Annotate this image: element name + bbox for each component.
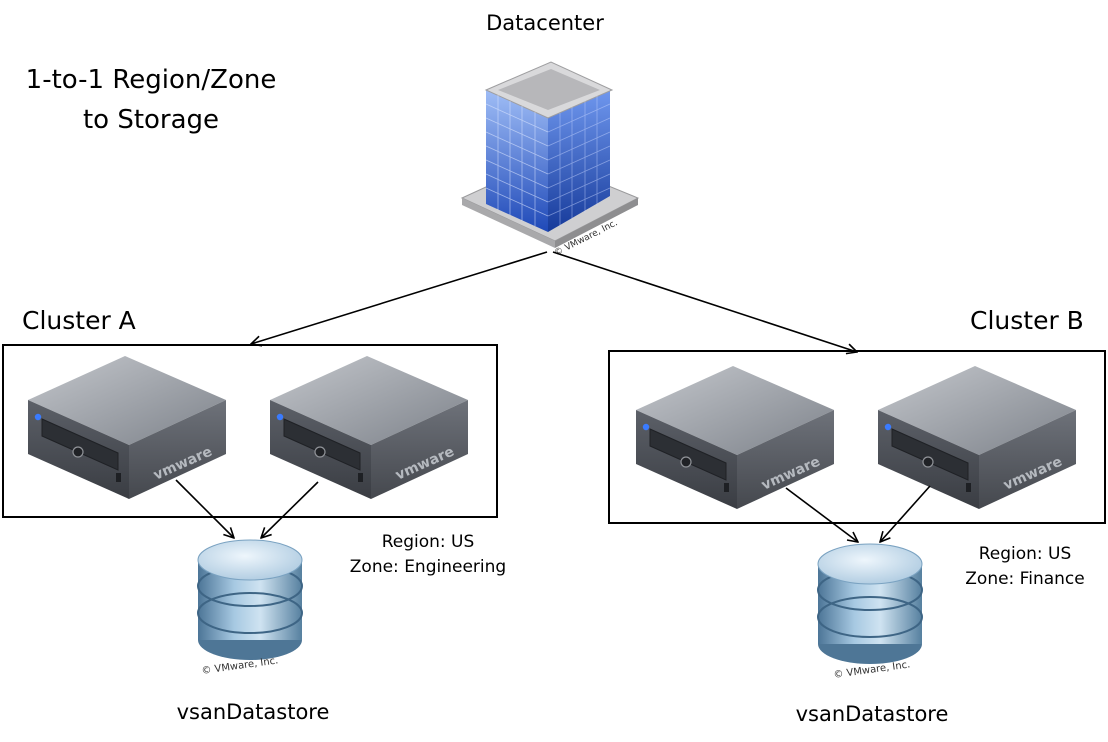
cluster-a-datastore-label: vsanDatastore bbox=[176, 700, 330, 724]
cluster-b-region-text: Region: US bbox=[978, 544, 1072, 564]
cluster-a-label: Cluster A bbox=[22, 306, 136, 335]
cluster-b-database-icon bbox=[817, 543, 923, 665]
cluster-a-zone-text: Zone: Engineering bbox=[349, 557, 507, 577]
cluster-b-server-1 bbox=[635, 365, 835, 510]
office-building-icon: © VMware, Inc. bbox=[460, 61, 640, 259]
cluster-b-server-2 bbox=[877, 365, 1077, 510]
cluster-b-region-zone: Region: US Zone: Finance bbox=[940, 542, 1108, 592]
cluster-b-zone-text: Zone: Finance bbox=[965, 569, 1085, 589]
cluster-a-server-1 bbox=[27, 355, 227, 500]
arrow-server-b2-to-datastore-b bbox=[880, 485, 931, 542]
cluster-b-datastore-label: vsanDatastore bbox=[795, 702, 949, 726]
datacenter-label: Datacenter bbox=[486, 11, 604, 35]
arrow-server-a2-to-datastore-a bbox=[261, 481, 319, 538]
cluster-a-database-icon bbox=[197, 539, 303, 661]
title-line-2: to Storage bbox=[82, 105, 220, 135]
arrow-server-b1-to-datastore-b bbox=[785, 487, 858, 542]
arrow-datacenter-to-cluster-a bbox=[251, 251, 548, 344]
cluster-a-server-2 bbox=[269, 355, 469, 500]
arrow-datacenter-to-cluster-b bbox=[552, 251, 857, 352]
cluster-a-region-text: Region: US bbox=[381, 532, 475, 552]
cluster-a-region-zone: Region: US Zone: Engineering bbox=[330, 530, 526, 580]
title-line-1: 1-to-1 Region/Zone bbox=[25, 65, 277, 95]
arrow-server-a1-to-datastore-a bbox=[175, 479, 234, 538]
cluster-b-label: Cluster B bbox=[970, 306, 1084, 335]
diagram-title: 1-to-1 Region/Zone to Storage bbox=[20, 60, 282, 140]
